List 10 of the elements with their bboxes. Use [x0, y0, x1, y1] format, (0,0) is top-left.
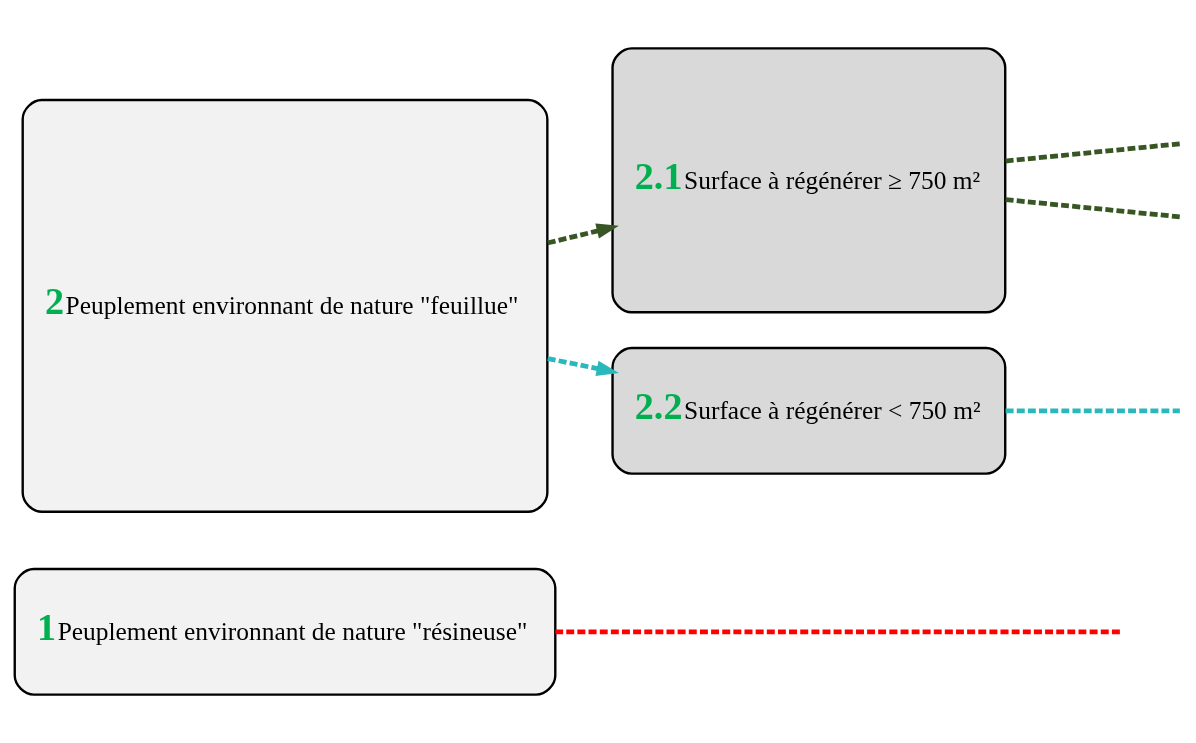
connector [1005, 141, 1181, 164]
connector [1005, 408, 1180, 414]
node-box: 1Peuplement environnant de nature "résineuse" [13, 567, 557, 696]
node-box: 2Peuplement environnant de nature "feuillue" [21, 98, 549, 513]
arrow [547, 223, 619, 246]
node-box: 2.2Surface à régénérer < 750 m² [611, 346, 1007, 475]
connector [1005, 197, 1181, 220]
arrow [547, 356, 619, 377]
connector [555, 629, 1122, 635]
node-box: 2.1Surface à régénérer ≥ 750 m² [611, 47, 1007, 314]
